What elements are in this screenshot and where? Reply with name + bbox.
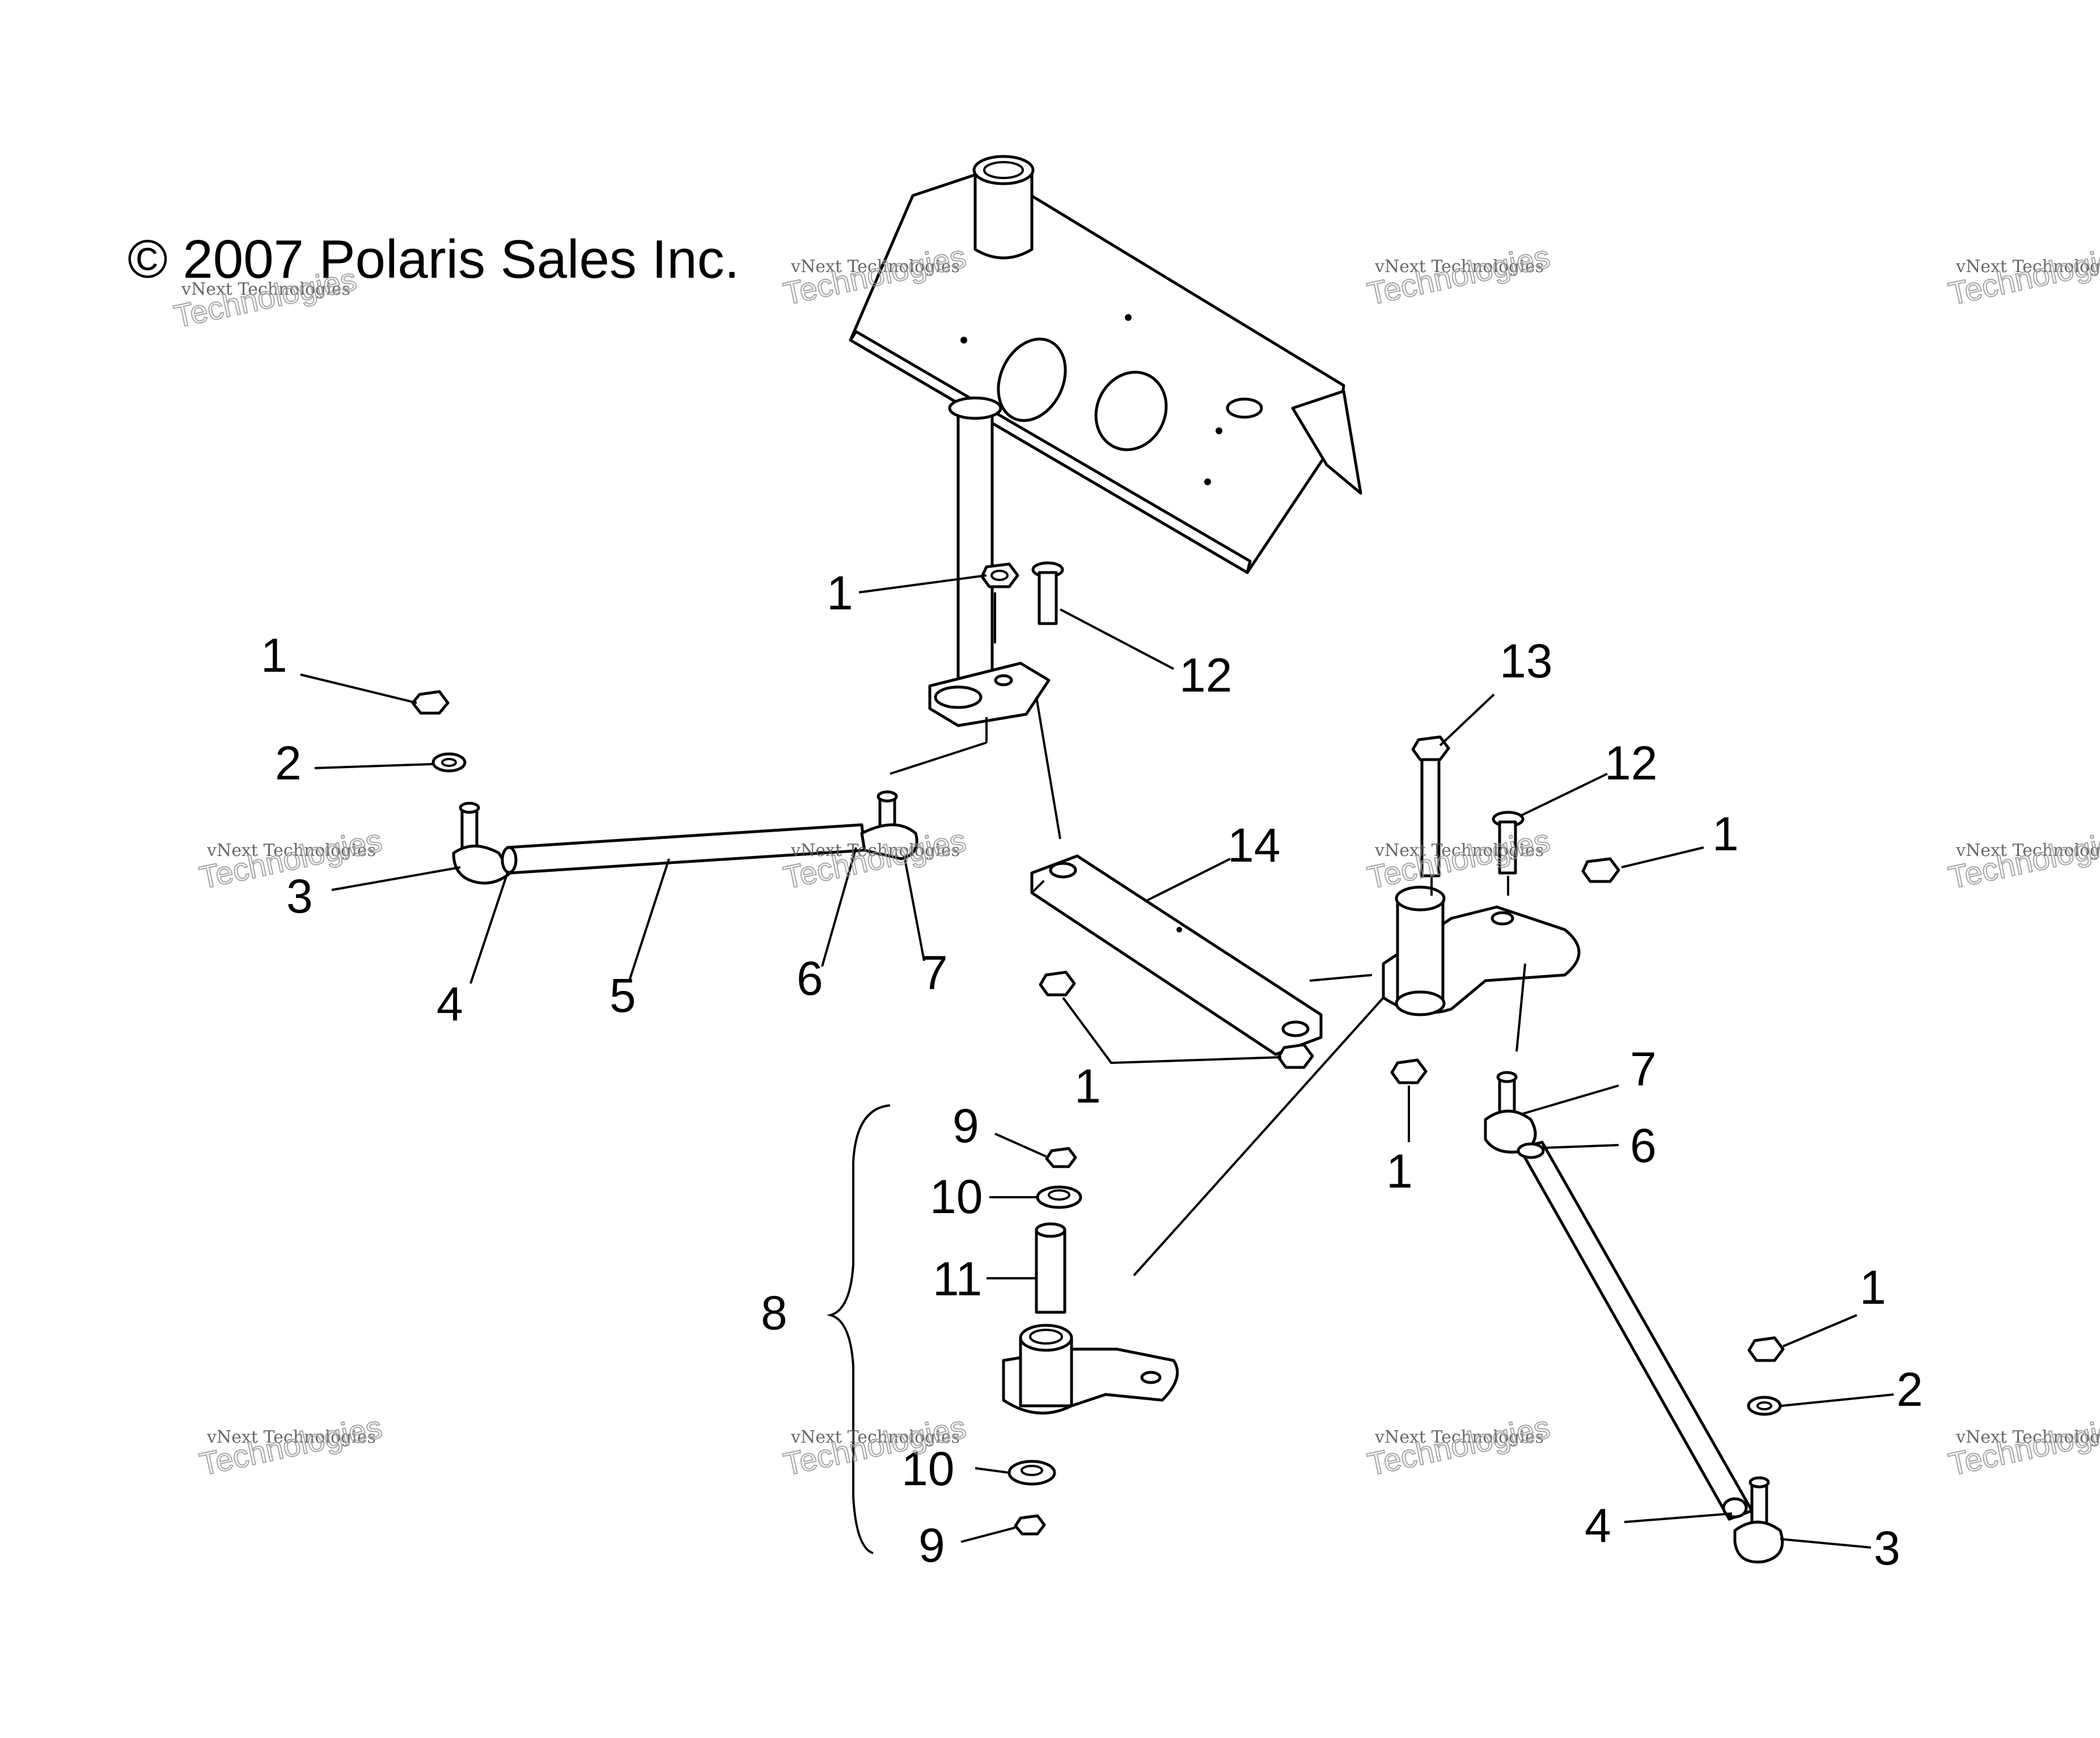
- washer-10-top: [1036, 1185, 1082, 1209]
- callout-4-br: 4: [1585, 1499, 1611, 1552]
- tie-rod-end-7-left: [860, 790, 918, 860]
- tie-rod-end-3-right: [1722, 1476, 1784, 1564]
- nut-1-mid-a: [1039, 970, 1076, 997]
- watermark: vNext Technologies Technologies: [196, 1408, 386, 1483]
- callout-1-br: 1: [1860, 1261, 1886, 1314]
- nut-1-top: [980, 562, 1019, 588]
- washer-10-bot: [1007, 1460, 1056, 1486]
- leader-lines: [300, 574, 1894, 1549]
- tie-rod-6-right: [1517, 1141, 1754, 1521]
- callout-6-left: 6: [797, 952, 823, 1005]
- callout-13: 13: [1500, 634, 1552, 688]
- svg-text:vNext Technologies: vNext Technologies: [206, 841, 376, 860]
- svg-text:Technologies: Technologies: [1364, 238, 1553, 312]
- callout-10-bot: 10: [901, 1442, 954, 1495]
- callout-1-left: 1: [261, 629, 287, 682]
- svg-text:vNext Technologies: vNext Technologies: [1955, 257, 2100, 277]
- callout-10-top: 10: [930, 1170, 983, 1223]
- steering-post: [928, 396, 1051, 727]
- svg-text:Technologies: Technologies: [1364, 1409, 1553, 1482]
- bolt-12-top: [1031, 561, 1064, 625]
- svg-text:vNext Technologies: vNext Technologies: [1374, 841, 1544, 860]
- callout-2-left: 2: [275, 736, 302, 790]
- washer-2-br: [1747, 1396, 1782, 1416]
- nut-9-bot: [1014, 1514, 1046, 1536]
- bolt-12-right: [1492, 811, 1525, 875]
- callout-11: 11: [933, 1252, 982, 1305]
- svg-text:Technologies: Technologies: [1364, 822, 1553, 896]
- steering-support-bracket: [849, 155, 1362, 574]
- svg-text:Technologies: Technologies: [1945, 1409, 2100, 1482]
- callout-1-top: 1: [827, 566, 853, 620]
- svg-text:vNext Technologies: vNext Technologies: [790, 1427, 960, 1447]
- svg-text:vNext Technologies: vNext Technologies: [1955, 841, 2100, 860]
- watermark: vNext Technologies Technologies: [1945, 821, 2100, 896]
- svg-text:vNext Technologies: vNext Technologies: [206, 1427, 376, 1447]
- svg-text:Technologies: Technologies: [1945, 822, 2100, 896]
- copyright-text: © 2007 Polaris Sales Inc.: [128, 229, 739, 290]
- svg-text:vNext Technologies: vNext Technologies: [790, 257, 960, 277]
- callout-4-left: 4: [437, 977, 463, 1031]
- nut-9-top: [1045, 1147, 1077, 1168]
- callout-7-left: 7: [921, 946, 948, 999]
- svg-text:vNext Technologies: vNext Technologies: [1955, 1427, 2100, 1447]
- callout-labels: 1 12 1 2 3 4 5 6 7 14 1 13 12 1 7 6 1 9 …: [261, 566, 1923, 1575]
- callout-14: 14: [1227, 819, 1280, 872]
- callout-9-bot: 9: [918, 1519, 945, 1572]
- callout-6-right: 6: [1630, 1119, 1657, 1172]
- pitman-arm-8: [1002, 1324, 1179, 1415]
- svg-text:vNext Technologies: vNext Technologies: [1374, 257, 1544, 277]
- callout-3-br: 3: [1874, 1521, 1900, 1575]
- svg-text:vNext Technologies: vNext Technologies: [790, 841, 960, 860]
- bolt-13: [1411, 735, 1450, 878]
- svg-text:vNext Technologies: vNext Technologies: [181, 279, 350, 299]
- nut-1-mid-b: [1277, 1043, 1314, 1069]
- svg-text:Technologies: Technologies: [1945, 238, 2100, 312]
- relay-rod-14: [1030, 854, 1323, 1056]
- callout-3-left: 3: [286, 870, 313, 923]
- svg-text:vNext Technologies: vNext Technologies: [1374, 1427, 1544, 1447]
- tie-rod-end-3-left: [452, 802, 512, 885]
- bracket-8: [826, 1104, 891, 1554]
- callout-1-rmid: 1: [1386, 1144, 1413, 1198]
- nut-1-left: [411, 690, 450, 715]
- watermark: vNext Technologies Technologies: [1945, 238, 2100, 312]
- callout-12-right: 12: [1604, 736, 1657, 790]
- callout-2-br: 2: [1896, 1363, 1923, 1416]
- idler-arm-right: [1382, 885, 1581, 1016]
- callout-5: 5: [609, 969, 636, 1022]
- washer-2-left: [431, 752, 467, 773]
- watermark: vNext Technologies Technologies: [1364, 238, 1553, 312]
- nut-1-rmid: [1390, 1058, 1428, 1084]
- svg-text:Technologies: Technologies: [196, 1409, 385, 1482]
- callout-12-top: 12: [1179, 648, 1232, 702]
- watermark: vNext Technologies Technologies: [1364, 821, 1553, 896]
- watermark: vNext Technologies Technologies: [1364, 1408, 1553, 1483]
- nut-1-right: [1581, 857, 1620, 883]
- watermark: vNext Technologies Technologies: [1945, 1408, 2100, 1483]
- callout-1-right: 1: [1712, 807, 1739, 860]
- nut-1-br: [1747, 1336, 1785, 1362]
- callout-8: 8: [761, 1286, 787, 1339]
- callout-9-top: 9: [952, 1099, 979, 1152]
- tie-rod-end-7-right: [1484, 1071, 1537, 1154]
- callout-1-mid: 1: [1074, 1059, 1101, 1113]
- callout-7-right: 7: [1630, 1042, 1657, 1096]
- bushing-11: [1035, 1222, 1066, 1314]
